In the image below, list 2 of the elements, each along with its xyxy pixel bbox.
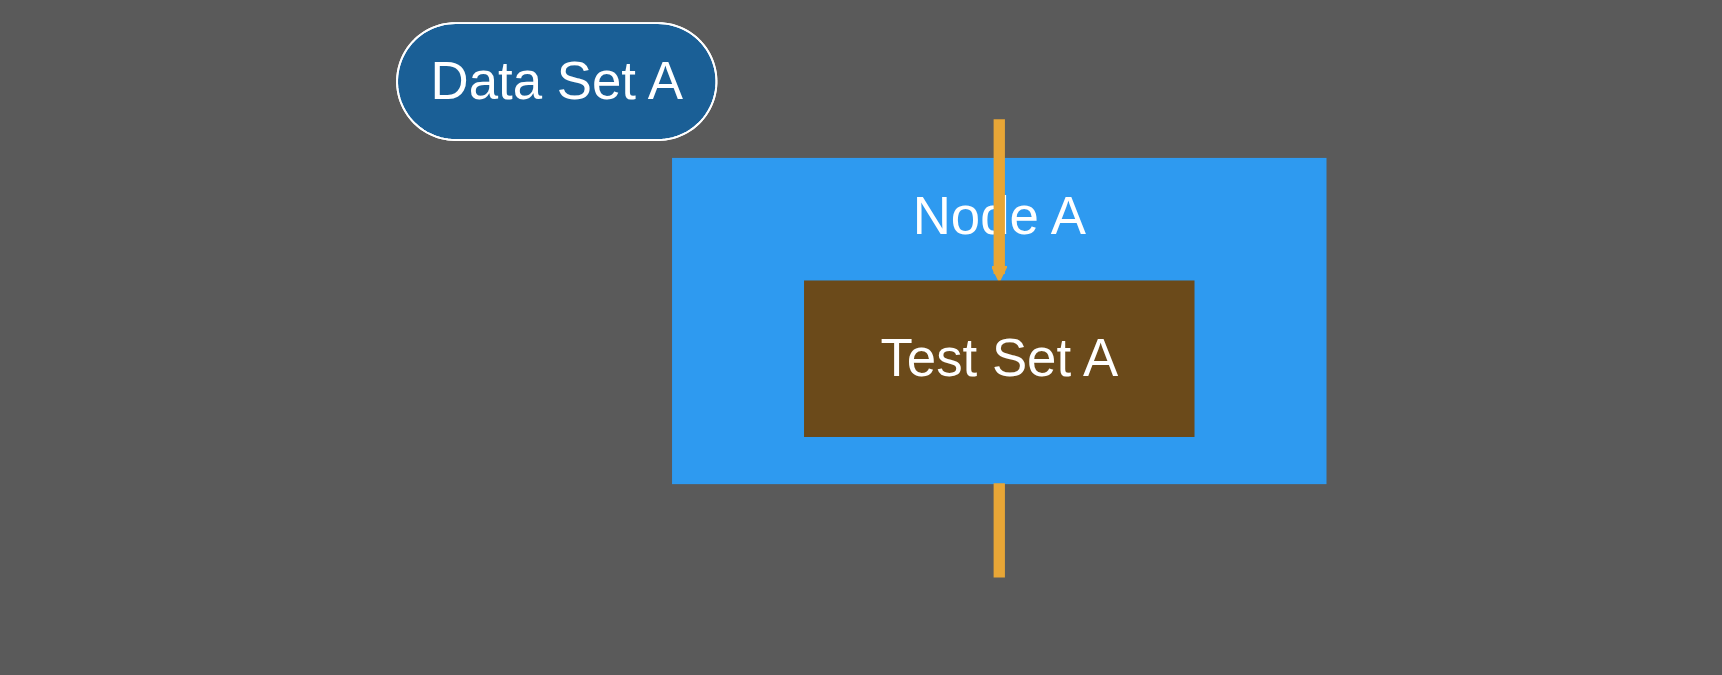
node-box: Test Set A — [803, 279, 1195, 437]
connector — [993, 482, 1005, 577]
